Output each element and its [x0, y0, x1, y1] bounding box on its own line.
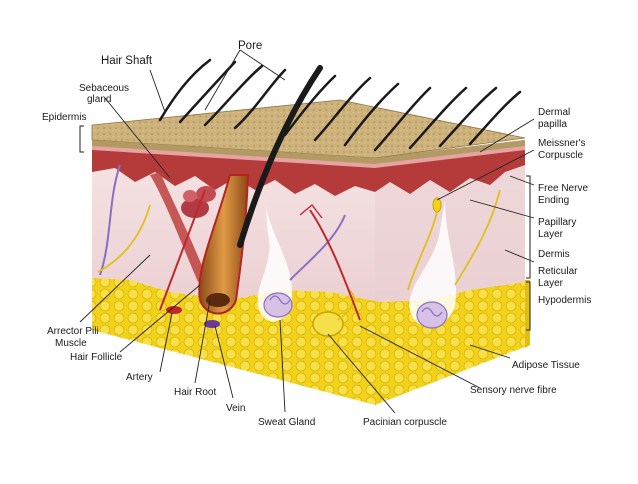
label-sensory-nerve: Sensory nerve fibre — [470, 385, 557, 396]
hypodermis-layer — [92, 272, 530, 405]
label-pore: Pore — [238, 40, 262, 52]
label-free-nerve-2: Ending — [538, 195, 569, 206]
label-papillary-2: Layer — [538, 229, 564, 240]
label-pacinian: Pacinian corpuscle — [363, 417, 447, 428]
sweat-gland-left — [257, 195, 293, 322]
label-sweat-gland: Sweat Gland — [258, 417, 315, 428]
hairs — [158, 58, 522, 248]
label-adipose: Adipose Tissue — [512, 360, 580, 371]
label-hair-root: Hair Root — [174, 387, 216, 398]
label-hair-shaft: Hair Shaft — [101, 55, 153, 67]
label-papillary-1: Papillary — [538, 217, 576, 228]
artery-vein-cross-section — [166, 306, 220, 328]
label-dermal-papilla-2: papilla — [538, 119, 567, 130]
label-free-nerve-1: Free Nerve — [538, 183, 588, 194]
label-dermis: Dermis — [538, 249, 570, 260]
label-vein: Vein — [226, 403, 245, 414]
label-meissner-1: Meissner's — [538, 138, 585, 149]
leader-lines — [79, 49, 535, 414]
label-meissner-2: Corpuscle — [538, 150, 583, 161]
sebaceous-gland — [181, 186, 216, 218]
label-arrector-2: Muscle — [55, 338, 87, 349]
label-hair-follicle: Hair Follicle — [70, 352, 123, 363]
meissner-corpuscle — [432, 197, 442, 213]
label-dermal-papilla-1: Dermal — [538, 107, 570, 118]
layer-braces — [79, 125, 531, 331]
label-arrector-1: Arrector Pili — [47, 326, 99, 337]
label-artery: Artery — [126, 372, 153, 383]
label-reticular-1: Reticular — [538, 266, 578, 277]
label-hypodermis: Hypodermis — [538, 295, 591, 306]
label-epidermis: Epidermis — [42, 112, 86, 123]
label-reticular-2: Layer — [538, 278, 564, 289]
blood-vessels — [159, 189, 361, 321]
pacinian-corpuscle — [312, 311, 344, 337]
sweat-gland-right — [409, 200, 457, 329]
label-sebaceous-2: gland — [87, 94, 111, 105]
label-sebaceous-1: Sebaceous — [79, 83, 129, 94]
nerve-fibres — [97, 164, 501, 321]
arrector-pili-muscle — [150, 172, 206, 282]
